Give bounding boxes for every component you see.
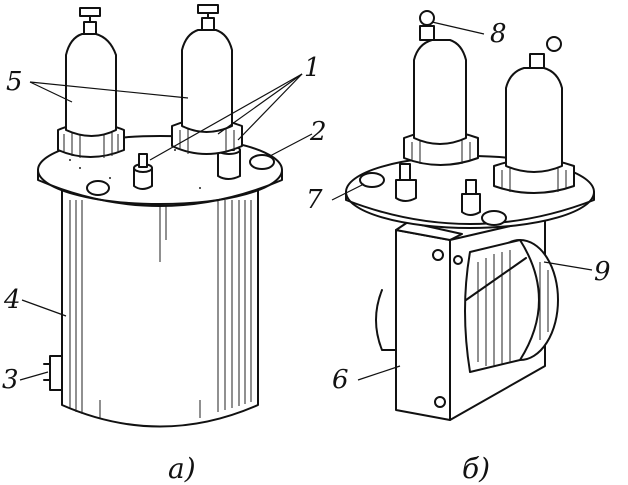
- label-4: 4: [3, 285, 21, 315]
- figure-a-transformer: [37, 4, 283, 428]
- hv-bushing-right: [171, 4, 243, 155]
- label-5: 5: [6, 67, 23, 97]
- leader-lines: [19, 21, 593, 381]
- hv-bushing-left: [57, 7, 125, 158]
- label-7: 7: [306, 185, 323, 215]
- hv-bushing-b-left: [403, 10, 479, 166]
- lid-small-bushings: [395, 163, 481, 216]
- caption-b: б): [462, 452, 490, 485]
- label-6: 6: [332, 365, 349, 395]
- tank-body: [43, 189, 259, 428]
- label-2: 2: [309, 117, 327, 147]
- figure-captions: а) б): [168, 452, 490, 485]
- caption-a: а): [168, 452, 196, 485]
- label-3: 3: [2, 365, 19, 395]
- winding-coil: [464, 239, 559, 373]
- label-1: 1: [304, 53, 321, 83]
- figure-b-active-part: [345, 10, 595, 421]
- hv-bushing-b-right: [493, 36, 575, 194]
- drain-valve: [49, 355, 63, 391]
- callout-labels: 5 1 2 4 3 8 7 9 6: [2, 19, 611, 395]
- label-8: 8: [490, 19, 507, 49]
- oil-plug: [249, 154, 275, 170]
- label-9: 9: [594, 257, 611, 287]
